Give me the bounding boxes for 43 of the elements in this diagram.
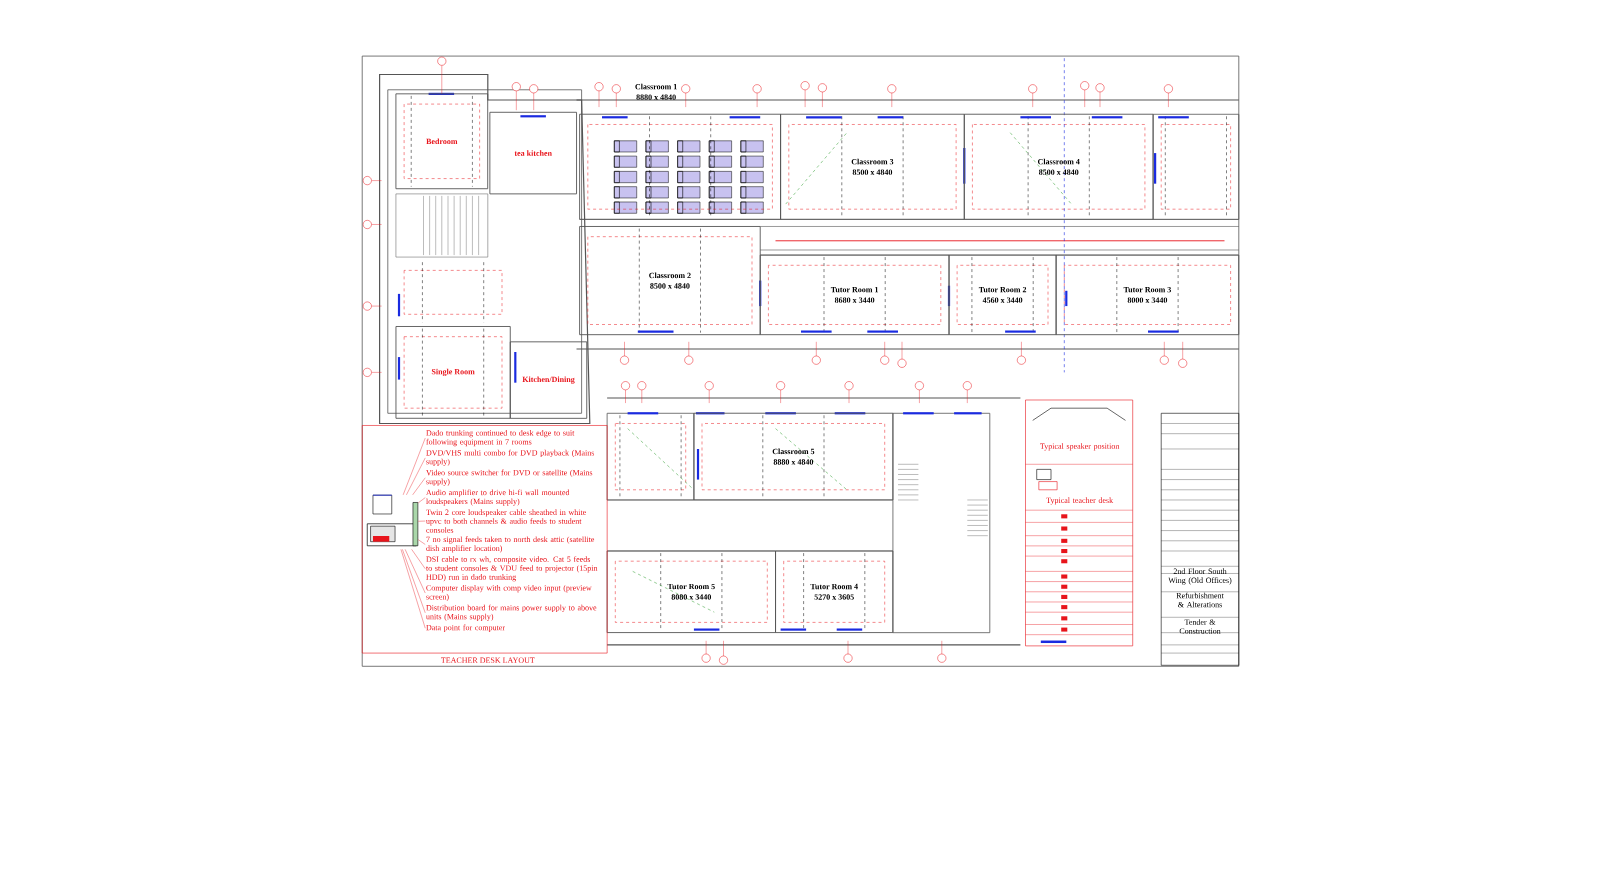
equipment-note: Data point for computer bbox=[426, 624, 505, 632]
node-label: Classroom 1 bbox=[635, 83, 677, 90]
room: Bedroom bbox=[395, 93, 489, 190]
equipment-note: Computer display with comp video input (preview screen) bbox=[426, 584, 592, 602]
leader-line bbox=[412, 477, 426, 496]
equipment-note: 7 no signal feeds taken to north desk attic (satellite dish amplifier location) bbox=[426, 536, 595, 553]
room: Single Room bbox=[395, 326, 511, 419]
room: Classroom 1 8880 x 4840 bbox=[579, 83, 782, 220]
room: Tutor Room 4 5270 x 3605 bbox=[775, 550, 894, 634]
leader-line bbox=[402, 549, 426, 614]
equipment-note: Video source switcher for DVD or satellite (Mains supply) bbox=[426, 469, 593, 486]
equipment-note: DVD/VHS multi combo for DVD playback (Mains supply) bbox=[426, 449, 595, 466]
leader-line bbox=[418, 520, 426, 522]
equipment-note: Dado trunking continued to desk edge to suit following equipment in 7 rooms bbox=[426, 430, 575, 447]
equipment-note: Distribution board for mains power supply to above units (Mains supply) bbox=[426, 604, 597, 621]
leader-line bbox=[418, 497, 426, 504]
leader-line bbox=[411, 549, 426, 569]
leader-line bbox=[418, 539, 426, 545]
teacher-desk-drawing bbox=[366, 494, 419, 547]
room: Classroom 2 8500 x 4840 bbox=[579, 226, 761, 336]
room: Classroom 4 8500 x 4840 bbox=[963, 113, 1154, 220]
node-label: TEACHER DESK LAYOUT bbox=[440, 657, 535, 663]
title-block-text: Tender & Construction bbox=[1179, 619, 1221, 634]
equipment-note: DSI cable to rx wh, composite video. Cat 5 feeds to student consoles & VDU feed to projector (15pin HDD) run in dado trunking bbox=[426, 556, 598, 582]
room: Classroom 5 8880 x 4840 bbox=[693, 412, 894, 501]
room: Tutor Room 5 8080 x 3440 bbox=[606, 550, 776, 634]
room: Kitchen/Dining bbox=[509, 341, 588, 419]
room: tea kitchen bbox=[489, 111, 577, 195]
room: Tutor Room 2 4560 x 3440 bbox=[948, 254, 1057, 336]
node-label: 8880 x 4840 bbox=[636, 94, 676, 100]
title-block-text: Refurbishment & Alterations bbox=[1176, 592, 1224, 608]
speaker-caption: Typical speaker position bbox=[1040, 443, 1120, 451]
room: Classroom 3 8500 x 4840 bbox=[780, 113, 965, 220]
equipment-note: Audio amplifier to drive hi-fi wall mounted loudspeakers (Mains supply) bbox=[426, 489, 570, 506]
room: Tutor Room 1 8680 x 3440 bbox=[759, 254, 950, 336]
leader-line bbox=[404, 549, 426, 594]
title-block-text: 2nd Floor South Wing (Old Offices) bbox=[1168, 568, 1232, 585]
desk-caption: Typical teacher desk bbox=[1046, 497, 1114, 505]
leader-line bbox=[400, 549, 426, 629]
equipment-note: Twin 2 core loudspeaker cable sheathed in white upvc to both channels & audio feeds to student consoles bbox=[426, 509, 586, 533]
leader-line bbox=[406, 457, 426, 496]
room: Tutor Room 3 8000 x 3440 bbox=[1055, 254, 1240, 336]
leader-line bbox=[402, 437, 426, 496]
